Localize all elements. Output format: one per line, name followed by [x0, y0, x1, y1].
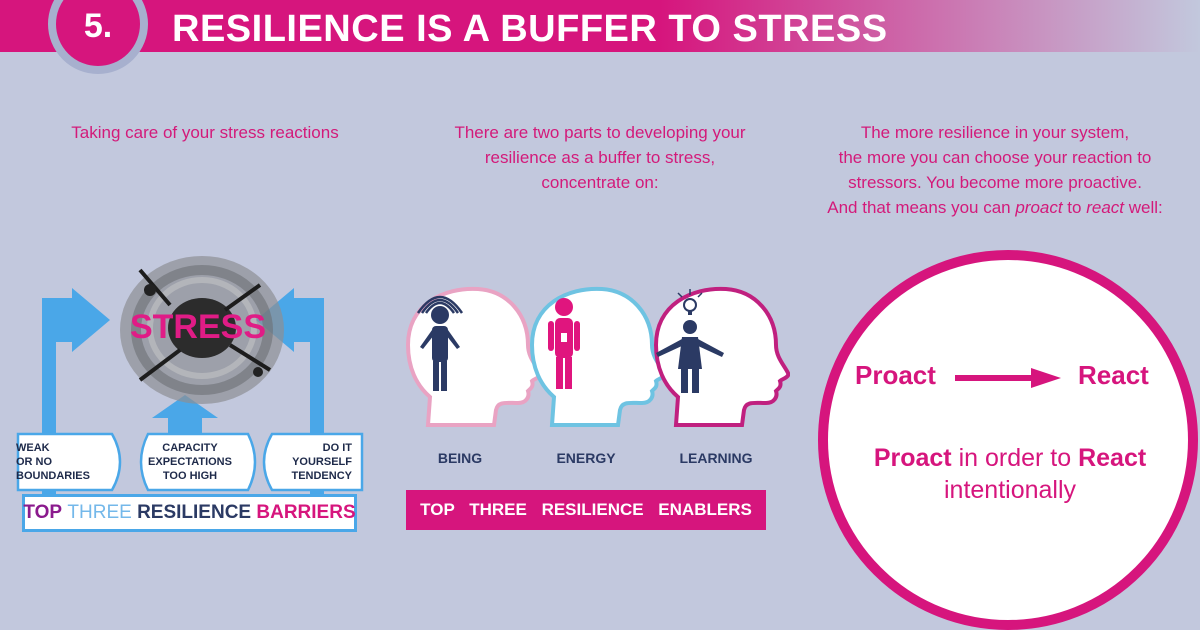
barrier-line: OR NO — [16, 456, 53, 468]
barrier-text-boundaries: WEAK OR NO BOUNDARIES — [12, 441, 116, 483]
barrier-text-diy: DO IT YOURSELF TENDENCY — [262, 441, 356, 483]
banner-word-resilience: RESILIENCE — [137, 502, 252, 523]
stress-swirl-icon — [120, 256, 284, 404]
stress-diagram: STRESS — [42, 256, 324, 495]
head-being — [406, 286, 543, 427]
heads-illustration — [406, 286, 790, 427]
barrier-pills — [16, 432, 364, 492]
column2-intro-line: There are two parts to developing your — [454, 123, 746, 142]
proact-label: Proact — [855, 360, 936, 390]
barrier-line: BOUNDARIES — [16, 470, 90, 482]
section-number-badge: 5. — [48, 0, 148, 74]
sentence-proact: Proact — [873, 444, 952, 472]
intro-text: And that means you can — [827, 198, 1016, 217]
enablers-banner: TOP THREE RESILIENCE ENABLERS — [406, 490, 766, 530]
barrier-pill-left — [16, 432, 122, 492]
barrier-line: DO IT — [322, 442, 352, 454]
head-caption-energy: ENERGY — [556, 450, 616, 466]
intro-text: to — [1062, 198, 1087, 217]
column2-intro-line: concentrate on: — [541, 173, 659, 192]
proact-react-circle — [818, 250, 1198, 630]
sentence-line: intentionally — [943, 476, 1077, 504]
column3-intro: The more resilience in your system, the … — [790, 120, 1200, 220]
column3-intro-line: And that means you can proact to react w… — [790, 195, 1200, 220]
sentence-text: in order to — [951, 444, 1079, 472]
column2-intro-line: resilience as a buffer to stress, — [484, 148, 716, 167]
stress-word: STRESS — [130, 308, 266, 346]
intro-text: well: — [1124, 198, 1163, 217]
header-banner — [0, 0, 1200, 52]
banner-word-three: THREE — [67, 502, 132, 523]
proact-react-sentence: Proact in order to React intentionally — [840, 442, 1180, 506]
barriers-banner: TOP THREE RESILIENCE BARRIERS — [22, 494, 357, 532]
barrier-line: CAPACITY — [162, 442, 218, 454]
column3-intro-line: the more you can choose your reaction to — [838, 148, 1152, 167]
arrow-right-icon — [955, 368, 1061, 388]
sentence-react: React — [1078, 444, 1147, 472]
head-energy — [530, 286, 667, 427]
intro-emphasis-react: react — [1086, 198, 1124, 217]
banner-word-barriers: BARRIERS — [256, 502, 356, 523]
sentence-line: Proact in order to React — [840, 442, 1180, 474]
barrier-line: TOO HIGH — [162, 470, 218, 482]
barrier-line: YOURSELF — [292, 456, 352, 468]
head-learning — [654, 286, 790, 427]
barrier-pill-right — [262, 432, 364, 492]
intro-emphasis-proact: proact — [1015, 198, 1063, 217]
barrier-line: TENDENCY — [291, 470, 352, 482]
barrier-text-capacity: CAPACITY EXPECTATIONS TOO HIGH — [140, 441, 240, 483]
section-number: 5. — [83, 7, 113, 45]
column3-intro-line: stressors. You become more proactive. — [848, 173, 1142, 192]
column3-intro-line: The more resilience in your system, — [860, 123, 1130, 142]
head-caption-being: BEING — [437, 450, 483, 466]
barrier-line: WEAK — [16, 442, 50, 454]
page-title: RESILIENCE IS A BUFFER TO STRESS — [172, 8, 888, 50]
head-caption-learning: LEARNING — [679, 450, 753, 466]
column1-intro: Taking care of your stress reactions — [71, 123, 339, 142]
column2-intro: There are two parts to developing your r… — [410, 120, 790, 195]
react-label: React — [1078, 360, 1149, 390]
banner-word-top: TOP — [23, 502, 63, 523]
barrier-pill-center — [139, 432, 257, 492]
barrier-line: EXPECTATIONS — [148, 456, 232, 468]
